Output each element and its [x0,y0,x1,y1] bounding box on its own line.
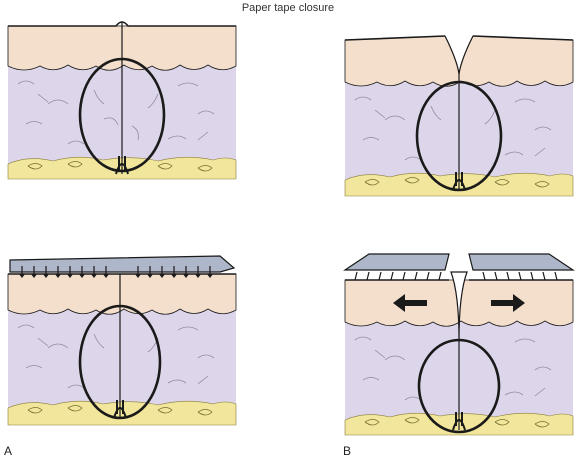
pull-arrow-left [393,294,427,312]
fat-globules [364,417,550,428]
dermis-texture [354,336,552,401]
panel-label-b: B [343,444,352,458]
tape-pressure-arrows-down [21,266,211,276]
panel-upper-right [344,35,574,197]
buried-suture-loop [78,57,166,173]
buried-suture-loop [415,80,503,192]
skin-section-diagram [343,253,575,436]
suture-knot [452,172,466,191]
buried-suture-loop [417,338,501,434]
panel-lower-left [7,255,237,426]
fat-globules [364,177,550,188]
dermis-layer [8,308,236,408]
panel-label-a: A [4,444,13,458]
panel-upper-left [7,21,237,180]
pull-arrow-right [491,294,525,312]
paper-tape-strip [9,255,236,273]
skin-surface-line [8,21,236,27]
tape-pressure-arrowheads [19,274,213,278]
suture-knot [115,156,129,175]
paper-tape-left-segment [343,253,450,271]
suture-knot [452,412,466,431]
tape-tension-arrows-up [354,271,558,281]
paper-tape-right-segment [468,253,575,271]
epidermis-layer [7,273,237,315]
fat-globules [27,405,213,416]
skin-section-diagram [7,21,237,180]
suture-knot [113,400,127,419]
skin-section-diagram [344,35,574,197]
dermis-texture [17,324,215,389]
figure-title: Paper tape closure [241,2,335,14]
skin-surface-line [344,35,574,41]
fat-globules [27,161,213,172]
skin-section-diagram [7,255,237,426]
buried-suture-loop [78,304,162,420]
dermis-texture [17,80,215,145]
dermis-texture [354,96,552,161]
panel-lower-right [343,253,575,436]
